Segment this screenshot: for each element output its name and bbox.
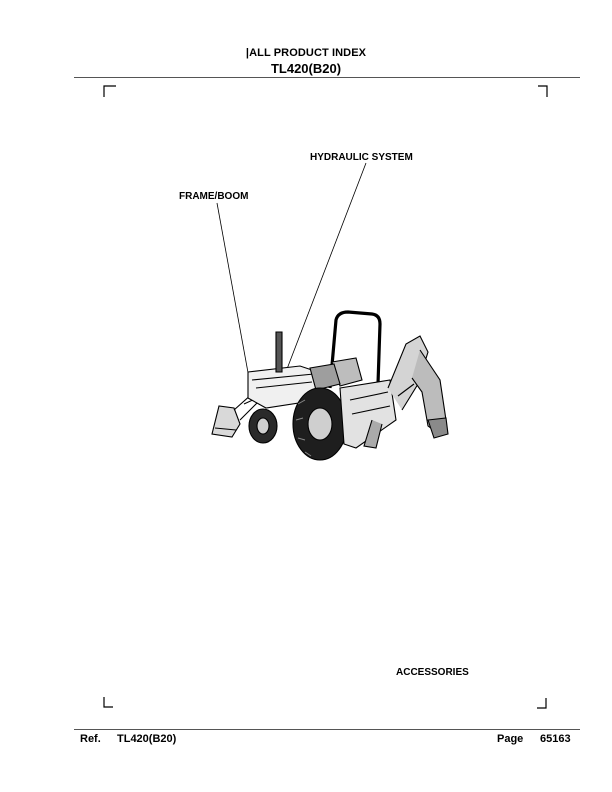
hydraulic-leader-line	[281, 162, 367, 383]
crop-mark-top-left	[103, 85, 116, 97]
accessories-label[interactable]: ACCESSORIES	[396, 667, 469, 678]
footer-divider	[74, 729, 580, 730]
front-bucket	[211, 405, 241, 438]
rops-frame	[328, 310, 382, 389]
leader-lines	[216, 162, 367, 383]
footer-page-number: 65163	[540, 733, 571, 745]
model-title: TL420(B20)	[270, 61, 342, 76]
hydraulic-system-label[interactable]: HYDRAULIC SYSTEM	[310, 152, 413, 163]
frame-boom-label[interactable]: FRAME/BOOM	[179, 191, 249, 202]
footer-page-label: Page	[497, 733, 524, 745]
backhoe-boom	[387, 335, 429, 411]
crop-mark-bottom-right	[537, 698, 547, 709]
backhoe-bucket	[427, 417, 449, 439]
crop-mark-bottom-left	[103, 697, 113, 708]
footer-ref-label: Ref.	[80, 733, 101, 745]
header-divider	[74, 77, 580, 78]
crop-marks	[103, 85, 548, 709]
tractor-illustration	[211, 310, 449, 461]
stabilizer	[363, 419, 383, 449]
footer-ref-model: TL420(B20)	[117, 733, 177, 745]
frame-boom-leader-line	[216, 202, 250, 379]
exhaust-stack	[275, 331, 283, 373]
index-title: |ALL PRODUCT INDEX	[245, 47, 367, 59]
crop-mark-top-right	[538, 85, 548, 97]
